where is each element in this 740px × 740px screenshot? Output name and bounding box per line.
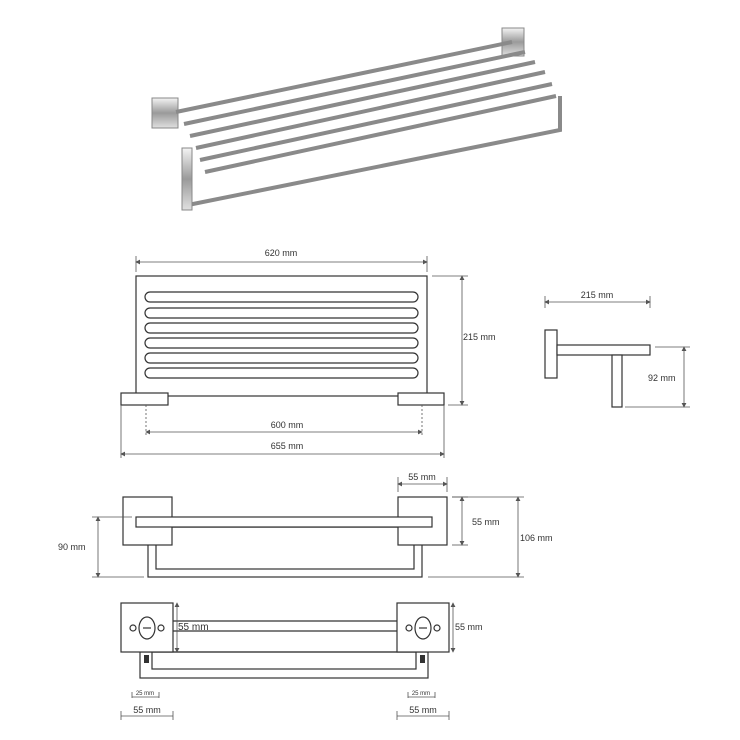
side-view: 215 mm 92 mm [544, 290, 690, 408]
plate-width-left: 55 mm [133, 705, 161, 715]
screw-offset-right: 25 mm [412, 691, 430, 697]
height-dimension: 215 mm [463, 332, 496, 342]
plate-width-dimension: 55 mm [408, 472, 436, 482]
front-view: 620 mm 215 mm 600 mm 655 mm [120, 248, 496, 458]
screw-offset-left: 25 mm [136, 691, 154, 697]
mount-spacing-dimension: 600 mm [271, 420, 304, 430]
plate-width-right: 55 mm [409, 705, 437, 715]
plate-label-right: 55 mm [455, 622, 483, 632]
bottom-view: 55 mm 55 mm 25 mm 25 mm 55 mm 55 mm [120, 602, 483, 720]
depth-dimension: 215 mm [581, 290, 614, 300]
width-dimension: 620 mm [265, 248, 298, 258]
plate-label-left: 55 mm [178, 622, 209, 633]
total-depth-dimension: 106 mm [520, 533, 553, 543]
wall-plate-right [396, 602, 450, 663]
total-width-dimension: 655 mm [271, 441, 304, 451]
wall-plate-left [120, 602, 174, 663]
product-photo [151, 27, 562, 211]
plate-height-dimension: 55 mm [472, 517, 500, 527]
bar-depth-dimension: 90 mm [58, 542, 86, 552]
top-view: 55 mm 55 mm 106 mm 90 mm [58, 472, 553, 578]
drop-dimension: 92 mm [648, 373, 676, 383]
